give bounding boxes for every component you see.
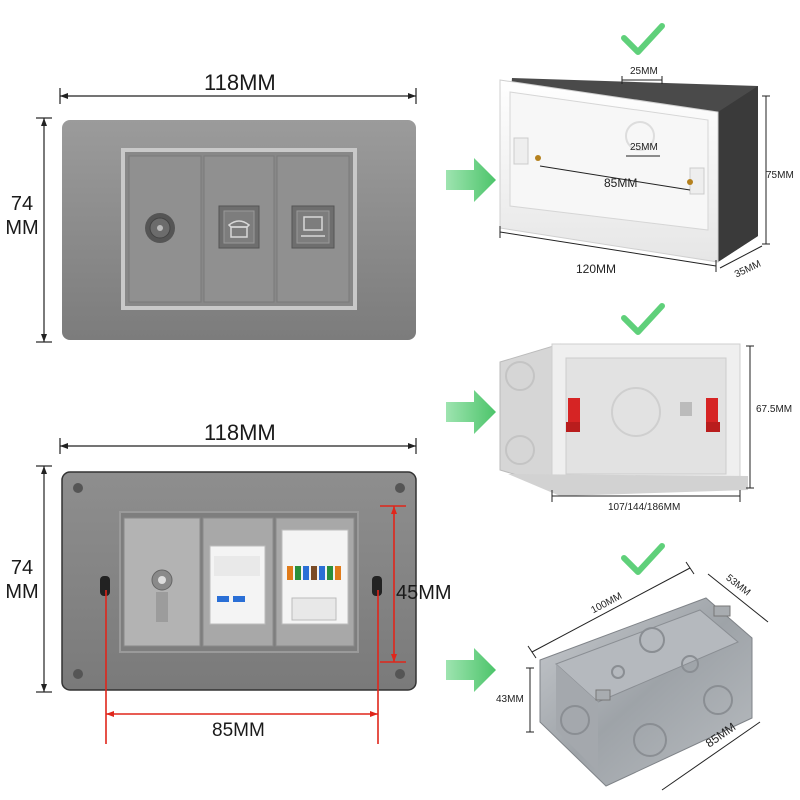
metal-box-length-dimension-line <box>661 721 761 791</box>
inner-gap-label: 25MM <box>630 142 658 153</box>
back-height-unit: MM <box>5 581 39 603</box>
box-width-label: 120MM <box>576 262 617 276</box>
front-height-value: 74 <box>10 193 34 215</box>
open-box-height-dimension-line <box>746 345 754 489</box>
box-depth-dimension-line <box>719 245 763 269</box>
right-arrow-icon <box>446 648 496 692</box>
open-box-height-label: 67.5MM <box>756 404 793 415</box>
back-width-dimension-line <box>59 438 417 454</box>
telephone-socket-icon <box>218 205 260 249</box>
open-box-width-dimension-line <box>551 490 741 502</box>
metal-box-depth-dimension-line <box>707 573 769 623</box>
right-arrow-icon <box>446 158 496 202</box>
check-icon <box>621 543 665 575</box>
check-icon <box>621 23 665 55</box>
module-height-dimension-line <box>380 505 406 663</box>
back-panel-group <box>36 438 417 744</box>
metal-box <box>526 561 769 791</box>
notch-label: 25MM <box>630 66 658 77</box>
front-panel-frame <box>121 148 357 310</box>
computer-socket-icon <box>291 205 335 249</box>
module-width-label: 85MM <box>212 720 265 741</box>
hole-spacing-dimension-line <box>539 165 691 191</box>
metal-box-height-label: 43MM <box>496 694 524 705</box>
coax-tv-socket-icon <box>145 213 175 243</box>
plastic-box-open <box>499 343 754 502</box>
box-height-dimension-line <box>762 95 770 245</box>
keystone-wire-colors <box>287 566 341 580</box>
back-height-dimension-line <box>36 465 52 693</box>
front-width-label: 118MM <box>204 70 276 95</box>
box-width-dimension-line <box>499 226 717 272</box>
metal-box-width-dimension-line <box>527 561 695 659</box>
hole-spacing-label: 85MM <box>604 176 638 190</box>
front-panel-group <box>36 88 417 343</box>
front-height-label: 74 MM <box>2 192 42 240</box>
notch-dimension-line <box>621 76 663 84</box>
right-arrow-icon <box>446 390 496 434</box>
back-width-label: 118MM <box>204 420 276 445</box>
check-icon <box>621 303 665 335</box>
module-width-dimension-line <box>105 590 379 744</box>
front-height-unit: MM <box>5 217 39 239</box>
plastic-box-closed <box>499 76 770 272</box>
back-height-value: 74 <box>10 557 34 579</box>
metal-box-height-dimension-line <box>526 667 534 733</box>
back-height-label: 74 MM <box>2 556 42 604</box>
module-height-label: 45MM <box>396 582 452 604</box>
box-height-label: 75MM <box>766 170 794 181</box>
front-width-dimension-line <box>59 88 417 104</box>
front-height-dimension-line <box>36 117 52 343</box>
open-box-width-label: 107/144/186MM <box>608 502 681 513</box>
